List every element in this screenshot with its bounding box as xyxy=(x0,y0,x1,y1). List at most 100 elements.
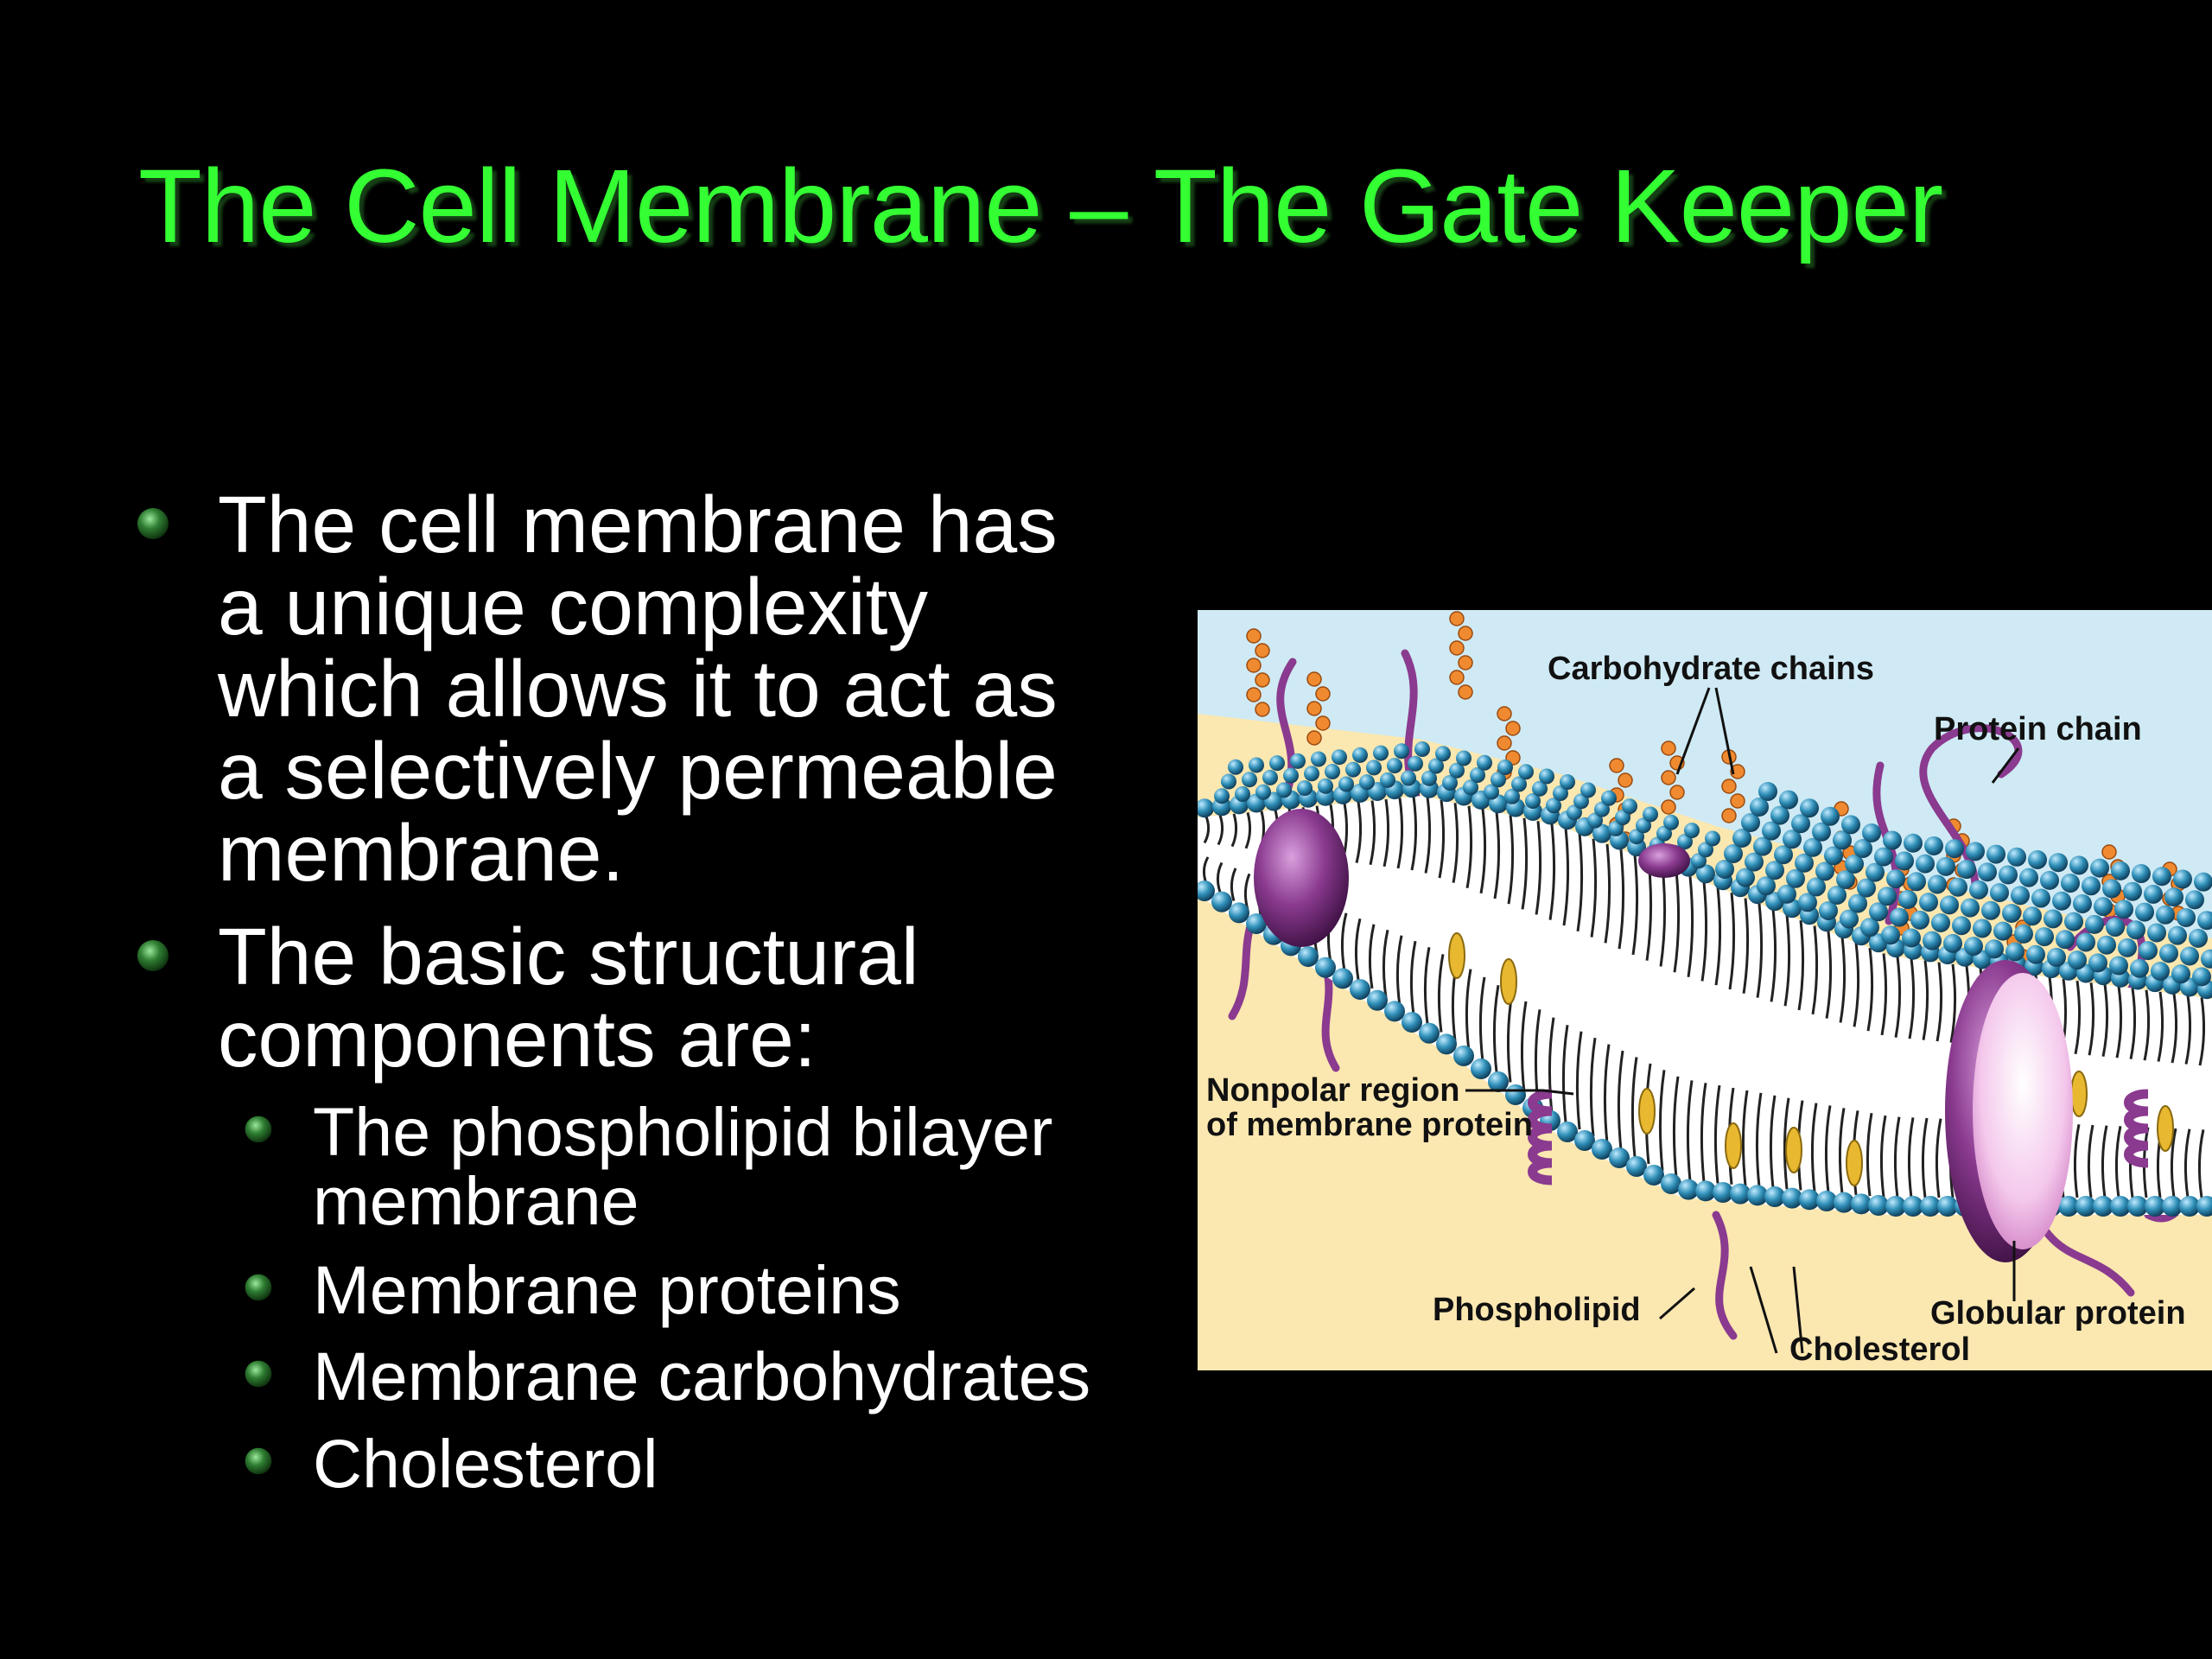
phospholipid-head xyxy=(1557,1122,1578,1142)
phospholipid-head xyxy=(1868,1195,1889,1216)
lipid-tail xyxy=(1548,1017,1555,1114)
phospholipid-head xyxy=(1304,766,1319,782)
phospholipid-head xyxy=(1990,883,2009,903)
phospholipid-head xyxy=(1553,785,1568,801)
phospholipid-head xyxy=(1352,747,1368,763)
phospholipid-head xyxy=(1747,1185,1768,1206)
phospholipid-head xyxy=(1350,979,1370,1001)
phospholipid-head xyxy=(1436,1033,1457,1055)
sub-bullet-item: Cholesterol xyxy=(245,1425,658,1502)
phospholipid-head xyxy=(1799,1189,1820,1211)
lipid-tail xyxy=(1521,817,1529,910)
phospholipid-head xyxy=(1803,837,1822,857)
lipid-tail xyxy=(1700,881,1708,982)
phospholipid-head xyxy=(1315,957,1336,978)
carbohydrate-bead xyxy=(1246,628,1262,644)
phospholipid-head xyxy=(1366,760,1382,776)
carbohydrate-bead xyxy=(1458,626,1473,641)
phospholipid-head xyxy=(1449,762,1465,779)
lipid-tail xyxy=(1713,1084,1721,1184)
phospholipid-head xyxy=(1373,745,1389,761)
lipid-tail xyxy=(1576,833,1584,932)
phospholipid-head xyxy=(1885,1196,1906,1217)
carbohydrate-bead xyxy=(1449,611,1465,626)
phospholipid-head xyxy=(1442,775,1458,791)
phospholipid-head xyxy=(1471,1058,1491,1079)
label-protein-chain: Protein chain xyxy=(1934,711,2142,747)
phospholipid-head xyxy=(1936,856,1955,876)
phospholipid-head xyxy=(2192,967,2211,987)
phospholipid-head xyxy=(1511,776,1527,792)
lipid-tail xyxy=(1437,954,1445,1033)
phospholipid-head xyxy=(1380,772,1395,788)
lipid-tail xyxy=(1589,1037,1597,1137)
bullet-icon xyxy=(137,508,168,539)
phospholipid-head xyxy=(1695,1180,1716,1202)
phospholipid-head xyxy=(1470,767,1485,783)
lipid-tail xyxy=(1217,815,1224,846)
phospholipid-head xyxy=(1874,847,1893,867)
phospholipid-head xyxy=(1833,830,1852,850)
phospholipid-head xyxy=(2002,903,2021,923)
phospholipid-head xyxy=(1696,864,1715,884)
bullet-icon xyxy=(245,1447,272,1475)
phospholipid-head xyxy=(1786,868,1805,888)
phospholipid-head xyxy=(2035,927,2054,947)
phospholipid-head xyxy=(1684,823,1700,839)
phospholipid-head xyxy=(1904,833,1923,853)
phospholipid-head xyxy=(1713,1182,1733,1203)
phospholipid-head xyxy=(1338,776,1354,792)
lipid-tail xyxy=(1894,957,1902,1038)
lipid-tail xyxy=(1907,1117,1915,1198)
phospholipid-head xyxy=(1795,853,1814,873)
lipid-tail xyxy=(1935,1118,1942,1198)
phospholipid-head xyxy=(1895,851,1914,871)
carbohydrate-bead xyxy=(1721,779,1737,794)
phospholipid-head xyxy=(2031,888,2050,908)
phospholipid-head xyxy=(1841,815,1860,835)
phospholipid-head xyxy=(1931,913,1950,933)
phospholipid-head xyxy=(1311,751,1326,767)
lipid-tail xyxy=(2171,993,2178,1064)
phospholipid-head xyxy=(2135,902,2154,922)
phospholipid-head xyxy=(1745,852,1764,872)
phospholipid-head xyxy=(1762,821,1781,841)
lipid-tail xyxy=(1230,868,1237,902)
phospholipid-head xyxy=(1332,968,1353,989)
phospholipid-head xyxy=(2180,946,2199,966)
phospholipid-head xyxy=(1919,893,1938,912)
phospholipid-head xyxy=(1408,755,1423,772)
phospholipid-head xyxy=(2194,872,2212,892)
phospholipid-head xyxy=(2144,884,2163,904)
bullet-line: The cell membrane has xyxy=(218,480,1058,569)
phospholipid-head xyxy=(2049,853,2068,873)
phospholipid-head xyxy=(2106,918,2125,938)
phospholipid-head xyxy=(1910,910,1929,930)
carbohydrate-bead xyxy=(1449,670,1465,685)
carbohydrate-bead xyxy=(1246,687,1262,702)
phospholipid-head xyxy=(1824,846,1843,866)
phospholipid-head xyxy=(2090,858,2109,878)
lipid-tail xyxy=(1921,1117,1929,1198)
bullet-line: membrane. xyxy=(218,808,625,898)
carbohydrate-bead xyxy=(1306,730,1322,746)
carbohydrate-bead xyxy=(1618,772,1633,788)
sub-bullet-line: Cholesterol xyxy=(313,1425,658,1502)
cholesterol-molecule xyxy=(1500,958,1517,1005)
cholesterol-molecule xyxy=(1725,1122,1742,1169)
sub-bullet-item: Membrane carbohydrates xyxy=(245,1342,1090,1411)
phospholipid-head xyxy=(1643,1165,1664,1185)
phospholipid-head xyxy=(2023,906,2042,926)
lipid-tail xyxy=(2114,1126,2122,1198)
phospholipid-head xyxy=(1525,793,1541,809)
phospholipid-head xyxy=(2085,914,2104,934)
phospholipid-head xyxy=(2093,1196,2113,1217)
phospholipid-head xyxy=(1779,790,1798,810)
embedded-protein-left xyxy=(1254,809,1349,947)
phospholipid-head xyxy=(1463,779,1478,796)
phospholipid-head xyxy=(2189,928,2208,948)
phospholipid-head xyxy=(1869,902,1888,922)
lipid-tail xyxy=(2143,989,2151,1061)
label-nonpolar-2: of membrane protein xyxy=(1206,1107,1533,1143)
phospholipid-head xyxy=(2177,907,2196,927)
